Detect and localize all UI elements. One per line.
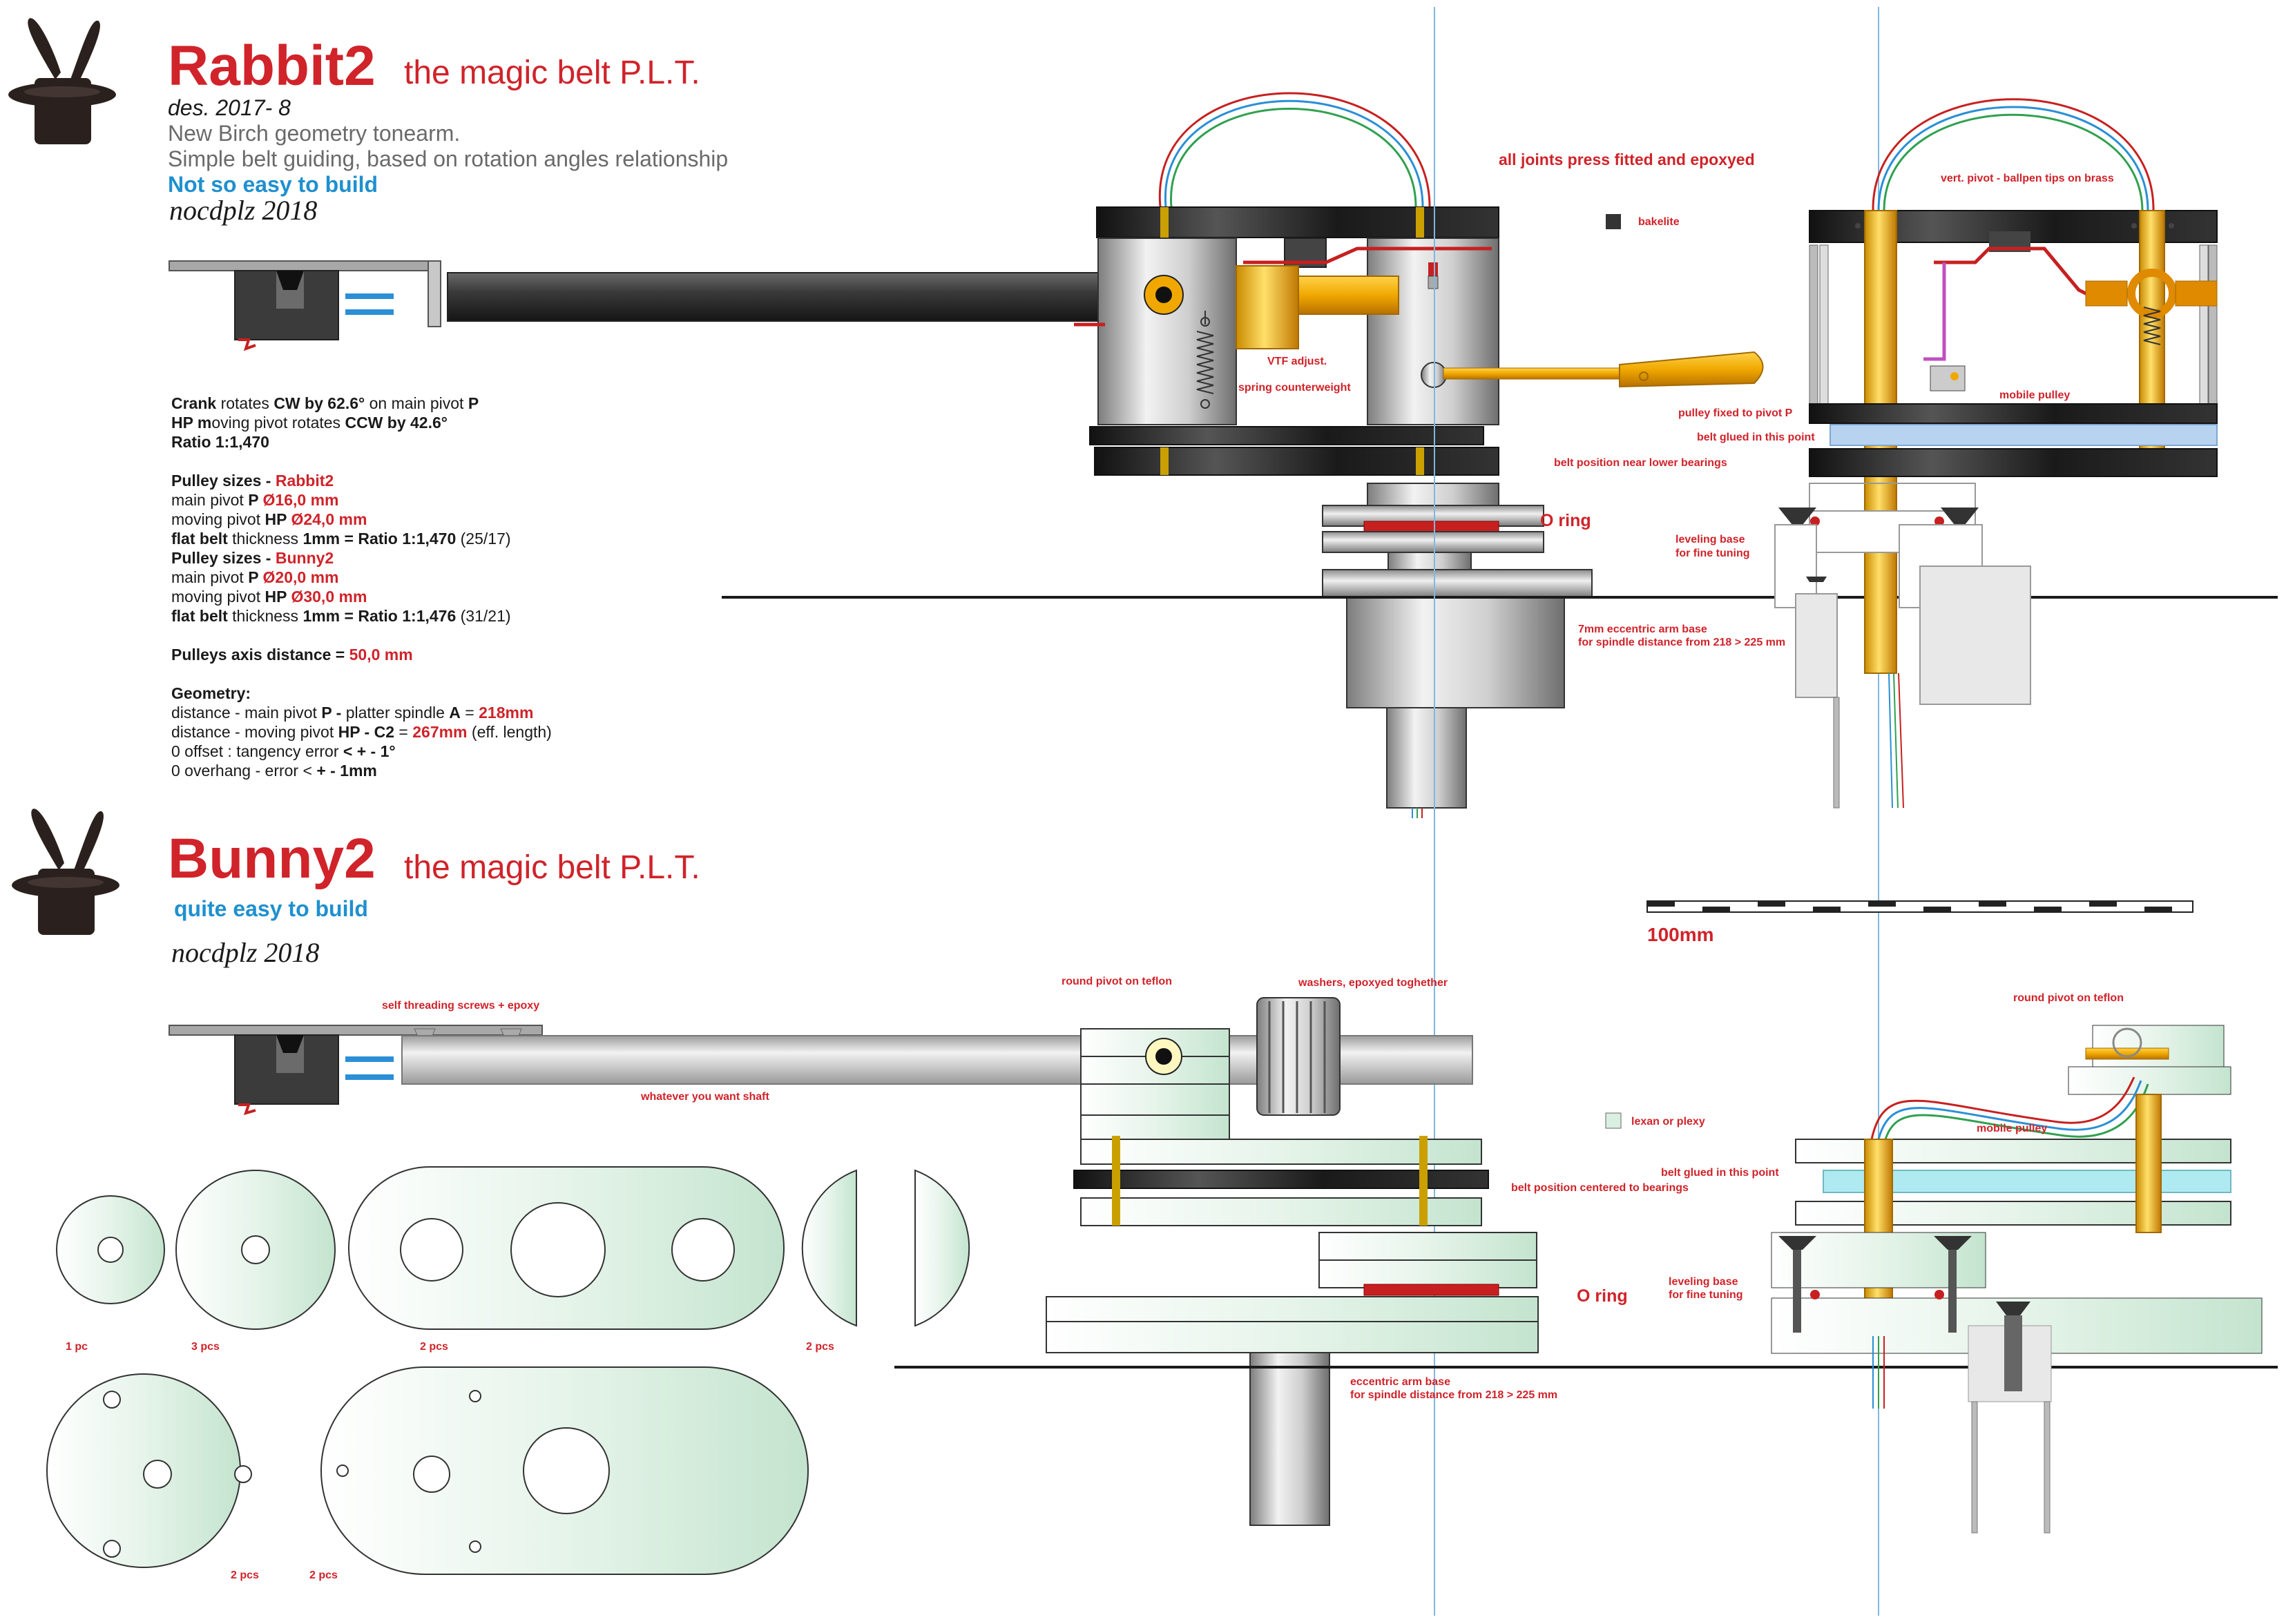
- label-vtf: VTF adjust.: [1267, 356, 1327, 367]
- label-spring: spring counterweight: [1238, 382, 1351, 394]
- label-bakelite: bakelite: [1638, 216, 1680, 228]
- cartridge-headshell: [169, 260, 441, 351]
- arm-tube: [447, 272, 1104, 322]
- rabbit-difficulty: Not so easy to build: [168, 172, 378, 197]
- label-belt-glued: belt glued in this point: [1697, 432, 1815, 443]
- label-round-pivot: round pivot on teflon: [1062, 976, 1172, 987]
- label-lexan: lexan or plexy: [1631, 1116, 1705, 1128]
- label-o-ring: O ring: [1540, 511, 1591, 530]
- label-eccentric-4: for spindle distance from 218 > 225 mm: [1350, 1389, 1558, 1401]
- parts-count-1: 1 pc: [66, 1341, 88, 1353]
- bunny-difficulty: quite easy to build: [174, 896, 368, 921]
- scale-label: 100mm: [1647, 924, 1714, 945]
- bunny2-section-view: [1771, 1025, 2263, 1534]
- parts-count-3: 2 pcs: [420, 1341, 448, 1353]
- parts-count-4: 2 pcs: [806, 1341, 834, 1353]
- bunny-title: Bunny2: [168, 827, 376, 890]
- label-eccentric-3: eccentric arm base: [1350, 1376, 1450, 1388]
- label-washers: washers, epoxyed toghether: [1298, 977, 1448, 989]
- label-leveling-3: leveling base: [1669, 1276, 1738, 1288]
- rabbit-desc-1: New Birch geometry tonearm.: [168, 121, 461, 146]
- label-belt-glued-2: belt glued in this point: [1661, 1167, 1779, 1179]
- bunny2-headshell: [169, 1025, 543, 1115]
- label-round-pivot-2: round pivot on teflon: [2013, 992, 2124, 1004]
- scale-bar: [1646, 900, 2193, 913]
- label-mobile-pulley-2: mobile pulley: [1977, 1123, 2048, 1134]
- label-joints: all joints press fitted and epoxyed: [1499, 151, 1755, 168]
- rabbit2-side-assembly: [1077, 92, 1764, 818]
- label-eccentric-2: for spindle distance from 218 > 225 mm: [1578, 637, 1786, 648]
- magic-hat-bunny-icon: [12, 809, 119, 935]
- rabbit-design-date: des. 2017- 8: [168, 95, 291, 120]
- label-leveling-4: for fine tuning: [1669, 1289, 1743, 1301]
- label-belt-position: belt position near lower bearings: [1554, 457, 1727, 469]
- label-belt-centered: belt position centered to bearings: [1511, 1182, 1689, 1194]
- bunny-subtitle: the magic belt P.L.T.: [404, 849, 700, 886]
- rabbit-desc-2: Simple belt guiding, based on rotation a…: [168, 146, 729, 171]
- bunny2-side-assembly: [1046, 997, 1622, 1526]
- label-shaft: whatever you want shaft: [641, 1091, 769, 1103]
- rabbit-specs: Crank rotates CW by 62.6° on main pivot …: [171, 394, 552, 780]
- label-leveling-1: leveling base: [1675, 534, 1745, 545]
- parts-count-5: 2 pcs: [231, 1569, 259, 1581]
- parts-count-2: 3 pcs: [191, 1341, 220, 1353]
- label-leveling-2: for fine tuning: [1675, 548, 1750, 559]
- label-screws: self threading screws + epoxy: [382, 1000, 540, 1012]
- label-vert-pivot: vert. pivot - ballpen tips on brass: [1941, 173, 2114, 184]
- label-pulley-fixed: pulley fixed to pivot P: [1678, 407, 1793, 419]
- magic-hat-bunny-icon: [8, 18, 116, 144]
- parts-cutouts: [46, 1166, 970, 1575]
- label-mobile-pulley: mobile pulley: [1999, 389, 2071, 401]
- rabbit-subtitle: the magic belt P.L.T.: [404, 55, 700, 91]
- label-eccentric-1: 7mm eccentric arm base: [1578, 624, 1707, 635]
- label-o-ring-2: O ring: [1577, 1286, 1628, 1306]
- rabbit2-section-view: [1774, 98, 2218, 809]
- bunny-signature: nocdplz 2018: [171, 937, 320, 968]
- parts-count-6: 2 pcs: [309, 1569, 338, 1581]
- rabbit-signature: nocdplz 2018: [169, 195, 318, 226]
- rabbit-title: Rabbit2: [168, 35, 376, 97]
